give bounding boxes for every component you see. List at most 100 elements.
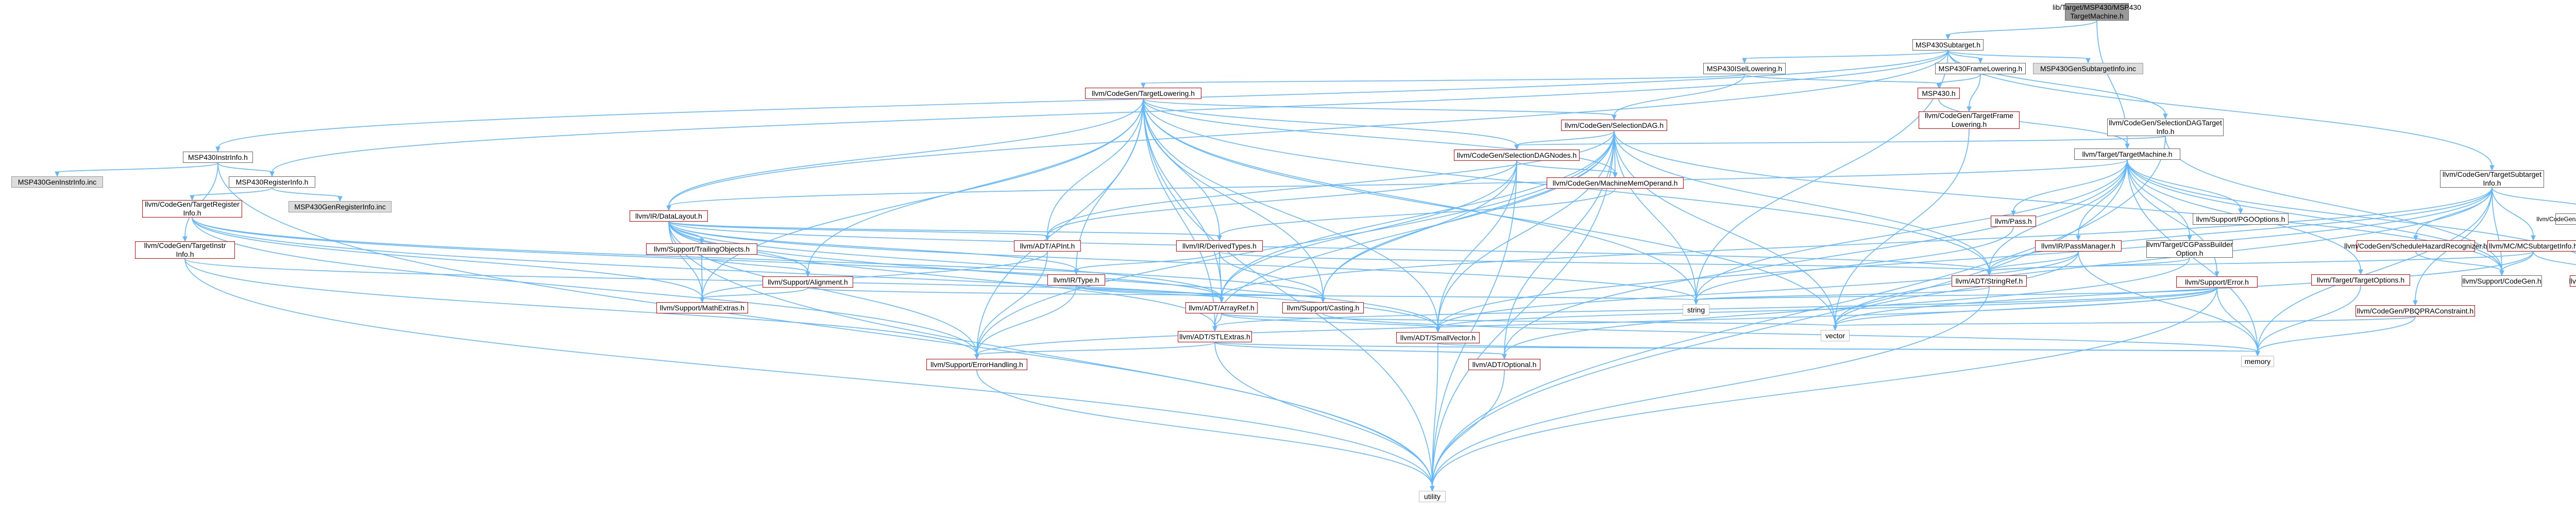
node-selectiondagtargetinfo[interactable]: llvm/CodeGen/SelectionDAGTarget Info.h: [2107, 119, 2224, 136]
edge-cgpassbuilder-to-stringref: [1989, 257, 2190, 272]
node-msp430h[interactable]: MSP430.h: [1918, 88, 1960, 99]
edge-msp430registerinfo-to-msp430genregisterinfo: [272, 187, 341, 197]
node-targetframelowering[interactable]: llvm/CodeGen/TargetFrame Lowering.h: [1919, 111, 2020, 129]
node-targetlowering[interactable]: llvm/CodeGen/TargetLowering.h: [1085, 88, 1201, 99]
node-errorhandling[interactable]: llvm/Support/ErrorHandling.h: [926, 359, 1027, 370]
node-msp430registerinfo[interactable]: MSP430RegisterInfo.h: [229, 176, 315, 188]
node-supporterror[interactable]: llvm/Support/Error.h: [2176, 276, 2258, 288]
edge-casting-to-memory: [1323, 313, 2258, 352]
edge-arrowhead: [1936, 82, 1941, 89]
edge-targetmachine-to-pass: [2013, 159, 2128, 212]
node-trailingobjects[interactable]: llvm/Support/TrailingObjects.h: [646, 243, 757, 255]
edge-datalayout-to-utility: [668, 221, 1433, 487]
node-stringref[interactable]: llvm/ADT/StringRef.h: [1952, 275, 2027, 287]
node-selectiondagnodes[interactable]: llvm/CodeGen/SelectionDAGNodes.h: [1454, 150, 1580, 161]
node-msp430gensubtargetinfo[interactable]: MSP430GenSubtargetInfo.inc: [2033, 63, 2143, 74]
edge-smallvector-to-utility: [1432, 343, 1438, 487]
node-root-msp430targetmachine[interactable]: lib/Target/MSP430/MSP430 TargetMachine.h: [2053, 3, 2141, 21]
node-targetmachine[interactable]: llvm/Target/TargetMachine.h: [2074, 148, 2180, 160]
edge-targetlowering-to-datalayout: [668, 98, 1144, 207]
node-cgpassbuilder[interactable]: llvm/Target/CGPassBuilder Option.h: [2146, 240, 2233, 258]
edge-targetinstrinfo-to-errorhandling: [184, 258, 977, 355]
node-msp430isellowering[interactable]: MSP430ISelLowering.h: [1703, 63, 1786, 74]
edge-errorhandling-to-utility: [976, 370, 1433, 487]
edge-stlextras-to-utility: [1214, 342, 1433, 487]
edge-schedulehazardrecognizer-to-codegen: [2415, 251, 2502, 272]
node-string[interactable]: string: [1683, 304, 1709, 316]
edge-msp430isellowering-to-targetlowering: [1143, 74, 1745, 84]
edge-datalayout-to-string: [668, 221, 1697, 301]
edge-arrowhead: [1987, 270, 1992, 276]
edge-passmanager-to-smallvector: [1437, 251, 2079, 328]
edge-arrowhead: [1212, 326, 1217, 332]
node-schedulehazardrecognizer[interactable]: llvm/CodeGen/ScheduleHazardRecognizer.h: [2344, 240, 2487, 252]
edge-targetsubtargetinfo-box-to-memory: [2257, 187, 2493, 352]
edge-machinememoperand-to-derivedtypes: [1219, 188, 1616, 237]
edge-cgpassbuilder-to-optional: [1504, 257, 2190, 355]
node-apint[interactable]: llvm/ADT/APInt.h: [1014, 240, 1081, 252]
edge-datalayout-to-stlextras: [668, 221, 1215, 327]
node-targetinstrinfo[interactable]: llvm/CodeGen/TargetInstr Info.h: [135, 241, 235, 259]
node-mcsubtargetinfo[interactable]: llvm/MC/MCSubtargetInfo.h: [2487, 240, 2576, 252]
node-derivedtypes[interactable]: llvm/IR/DerivedTypes.h: [1176, 240, 1263, 252]
edge-msp430isellowering-to-msp430h: [1744, 74, 1939, 84]
node-stlextras[interactable]: llvm/ADT/STLExtras.h: [1178, 331, 1252, 342]
node-pbqpraconstraint[interactable]: llvm/CodeGen/PBQPRAConstraint.h: [2355, 305, 2475, 317]
node-msp430geninstrinfo[interactable]: MSP430GenInstrInfo.inc: [11, 176, 103, 188]
edge-datalayout-to-stringref: [668, 221, 1990, 272]
edge-targetmachine-to-passmanager: [2078, 159, 2128, 237]
node-machinememoperand[interactable]: llvm/CodeGen/MachineMemOperand.h: [1547, 177, 1684, 189]
node-codegen[interactable]: llvm/Support/CodeGen.h: [2462, 275, 2542, 287]
edge-msp430subtarget-to-datalayout: [668, 50, 1948, 207]
edge-arrowhead: [1430, 486, 1435, 492]
node-type[interactable]: llvm/IR/Type.h: [1047, 274, 1105, 286]
node-targetsubtargetinfo-box[interactable]: llvm/CodeGen/TargetSubtarget Info.h: [2440, 170, 2544, 188]
edge-arrowhead: [2187, 235, 2192, 241]
edge-smallvector-to-memory: [1437, 343, 2258, 352]
node-targetregisterinfo[interactable]: llvm/CodeGen/TargetRegister Info.h: [142, 200, 242, 218]
node-msp430subtarget[interactable]: MSP430Subtarget.h: [1912, 39, 1984, 51]
edge-targetlowering-to-casting: [1143, 98, 1324, 299]
node-selectiondag[interactable]: llvm/CodeGen/SelectionDAG.h: [1561, 120, 1667, 131]
edge-arrowhead: [269, 171, 275, 177]
edge-pass-to-string: [1696, 226, 2014, 301]
edge-msp430subtarget-to-targetsubtargetinfo-box: [1947, 50, 2493, 167]
edge-msp430subtarget-to-msp430gensubtargetinfo: [1947, 50, 2089, 59]
node-vector[interactable]: vector: [1821, 330, 1850, 341]
edge-arrayref-to-vector: [1221, 313, 1836, 326]
edge-targetlowering-to-apint: [1047, 98, 1144, 237]
node-casting[interactable]: llvm/Support/Casting.h: [1282, 302, 1364, 313]
node-optional[interactable]: llvm/ADT/Optional.h: [1468, 359, 1540, 370]
edge-derivedtypes-to-stringref: [1219, 251, 1990, 272]
edge-arrowhead: [1967, 106, 1972, 112]
node-msp430framelowering[interactable]: MSP430FrameLowering.h: [1935, 63, 2026, 74]
edge-selectiondag-to-selectiondagnodes: [1516, 130, 1615, 146]
node-msp430instrinfo[interactable]: MSP430InstrInfo.h: [183, 152, 253, 163]
edge-trailingobjects-to-alignment: [701, 254, 808, 273]
node-mathextras[interactable]: llvm/Support/MathExtras.h: [656, 302, 748, 313]
edge-passmanager-to-vector: [1835, 251, 2079, 326]
edge-derivedtypes-to-type: [1076, 251, 1220, 271]
node-pass[interactable]: llvm/Pass.h: [1991, 216, 2036, 227]
edge-supporterror-to-stlextras: [1214, 287, 2217, 327]
node-arrayref[interactable]: llvm/ADT/ArrayRef.h: [1185, 302, 1258, 313]
edge-arrowhead: [1514, 144, 1519, 151]
edge-datalayout-to-errorhandling: [668, 221, 977, 355]
node-alignment[interactable]: llvm/Support/Alignment.h: [762, 276, 853, 288]
node-pgooptions[interactable]: llvm/Support/PGOOptions.h: [2193, 213, 2289, 225]
node-triple[interactable]: llvm/ADT/Triple.h: [2569, 275, 2576, 287]
node-utility[interactable]: utility: [1419, 491, 1446, 502]
node-targetoptions[interactable]: llvm/Target/TargetOptions.h: [2311, 274, 2410, 286]
node-datalayout[interactable]: llvm/IR/DataLayout.h: [630, 210, 708, 222]
edge-supporterror-to-smallvector: [1437, 287, 2217, 328]
edge-targetsubtargetinfo-box-to-scheduledagmutation: [2492, 187, 2576, 205]
node-smallvector[interactable]: llvm/ADT/SmallVector.h: [1396, 332, 1480, 343]
node-passmanager[interactable]: llvm/IR/PassManager.h: [2035, 240, 2122, 252]
edge-targetsubtargetinfo-box-to-arrayref: [1221, 187, 2493, 299]
node-msp430genregisterinfo[interactable]: MSP430GenRegisterInfo.inc: [289, 201, 392, 212]
edge-arrowhead: [1945, 34, 1951, 40]
node-scheduledagmutation[interactable]: llvm/CodeGen/ScheduleDAGMutation.h: [2536, 213, 2576, 225]
node-memory[interactable]: memory: [2241, 356, 2274, 367]
edge-selectiondagtargetinfo-to-utility: [1432, 136, 2166, 487]
edge-msp430registerinfo-to-targetregisterinfo: [192, 187, 273, 196]
